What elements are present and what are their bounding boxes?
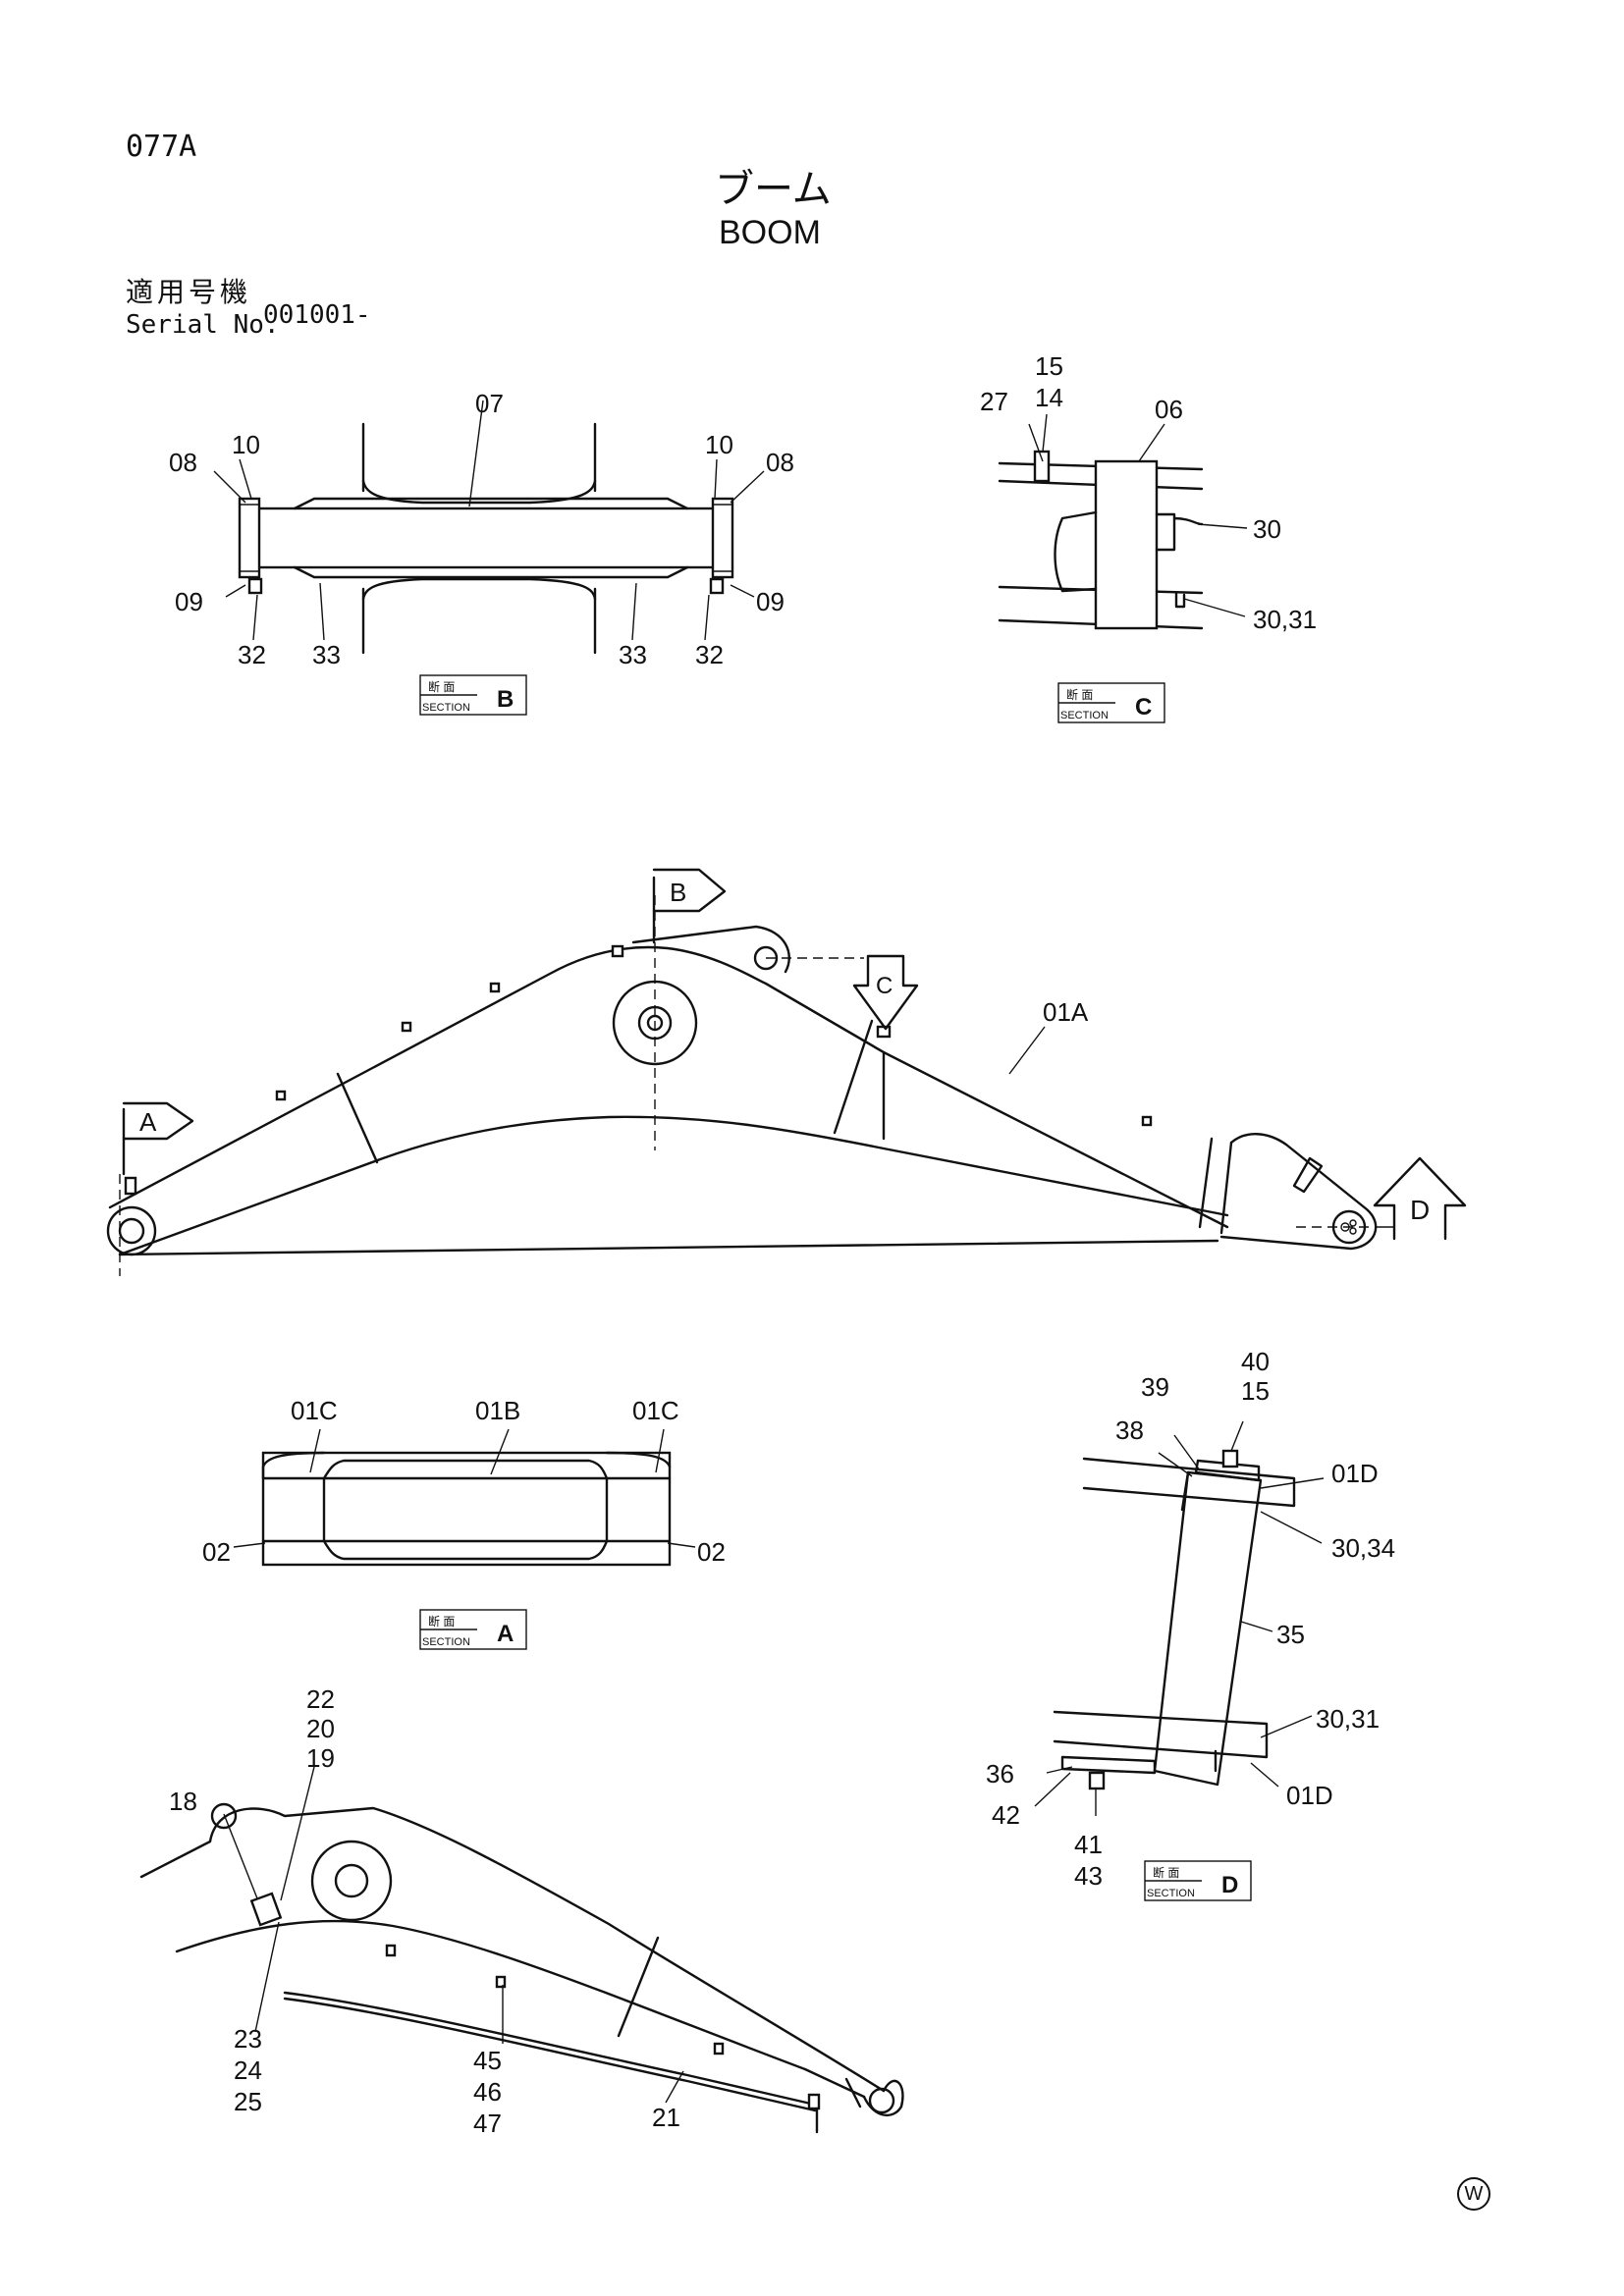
callout: 10: [232, 430, 260, 459]
view-marker-d: D: [1410, 1195, 1430, 1225]
callout: 01A: [1043, 997, 1089, 1027]
callout: 32: [695, 640, 724, 669]
callout: 33: [312, 640, 341, 669]
callout: 18: [169, 1787, 197, 1816]
callout: 23: [234, 2024, 262, 2054]
callout: 02: [697, 1537, 726, 1567]
callout: 08: [169, 448, 197, 477]
callout: 06: [1155, 395, 1183, 424]
callout: 43: [1074, 1861, 1103, 1891]
callout: 30,34: [1331, 1533, 1395, 1563]
callout: 30,31: [1316, 1704, 1380, 1734]
callout: 10: [705, 430, 733, 459]
section-a-view: 01C 01B 01C 02 02 断 面 SECTION A: [202, 1396, 726, 1650]
callout: 08: [766, 448, 794, 477]
callout: 01C: [632, 1396, 679, 1425]
title-english: BOOM: [719, 214, 821, 251]
main-boom-view: A B C D 01A: [106, 868, 1467, 1276]
callout: 45: [473, 2046, 502, 2075]
callout: 40: [1241, 1347, 1270, 1376]
callout: 38: [1115, 1415, 1144, 1445]
callout: 02: [202, 1537, 231, 1567]
section-letter: A: [497, 1621, 514, 1647]
badge-jp: 断 面: [428, 679, 455, 694]
view-marker-b: B: [670, 878, 686, 907]
callout: 33: [619, 640, 647, 669]
callout: 01B: [475, 1396, 520, 1425]
callout: 15: [1241, 1376, 1270, 1406]
section-badge-d: 断 面 SECTION D: [1144, 1860, 1252, 1901]
callout: 20: [306, 1714, 335, 1743]
section-badge-b: 断 面 SECTION B: [419, 674, 527, 716]
page-code: 077A: [126, 130, 197, 164]
section-letter: D: [1221, 1872, 1238, 1898]
callout: 09: [756, 587, 785, 616]
callout: 01D: [1331, 1459, 1379, 1488]
badge-en: SECTION: [422, 1636, 470, 1648]
callout: 19: [306, 1743, 335, 1773]
callout: 35: [1276, 1620, 1305, 1649]
title-japanese: ブーム: [715, 167, 832, 212]
callout: 46: [473, 2077, 502, 2107]
callout: 25: [234, 2087, 262, 2116]
section-badge-c: 断 面 SECTION C: [1057, 682, 1165, 723]
badge-en: SECTION: [1060, 710, 1109, 721]
lower-boom-view: 22 20 19 18 23 24 25 45 46 47 21: [139, 1684, 904, 2138]
badge-jp: 断 面: [1066, 687, 1093, 702]
callout: 36: [986, 1759, 1014, 1789]
callout: 39: [1141, 1372, 1169, 1402]
callout: 22: [306, 1684, 335, 1714]
callout: 42: [992, 1800, 1020, 1830]
badge-en: SECTION: [1147, 1888, 1195, 1899]
callout: 47: [473, 2109, 502, 2138]
view-marker-c: C: [876, 973, 893, 999]
badge-jp: 断 面: [1153, 1865, 1179, 1880]
callout: 01C: [291, 1396, 338, 1425]
callout: 07: [475, 389, 504, 418]
serial-label-japanese: 適用号機: [126, 276, 252, 308]
section-b-view: 07 08 10 10 08 09 32 33 33 32 09 断 面 SEC…: [169, 389, 794, 716]
callout: 30,31: [1253, 605, 1317, 634]
callout: 30: [1253, 514, 1281, 544]
callout: 14: [1035, 383, 1063, 412]
callout: 01D: [1286, 1781, 1333, 1810]
section-letter: B: [497, 686, 514, 713]
callout: 09: [175, 587, 203, 616]
callout: 15: [1035, 351, 1063, 381]
callout: 21: [652, 2103, 680, 2132]
watermark-circle: W: [1457, 2177, 1490, 2211]
section-badge-a: 断 面 SECTION A: [419, 1609, 527, 1650]
view-marker-a: A: [139, 1107, 157, 1137]
callout: 27: [980, 387, 1008, 416]
serial-number-value: 001001-: [263, 300, 371, 330]
section-c-view: 15 14 27 06 30 30,31 断 面 SECTION C: [980, 351, 1317, 723]
callout: 41: [1074, 1830, 1103, 1859]
badge-jp: 断 面: [428, 1614, 455, 1629]
section-letter: C: [1135, 694, 1152, 721]
callout: 24: [234, 2056, 262, 2085]
serial-label-english: Serial No.: [126, 310, 280, 340]
callout: 32: [238, 640, 266, 669]
section-d-view: 40 15 39 38 01D 30,34 35 30,31 01D 36 42…: [986, 1347, 1395, 1901]
badge-en: SECTION: [422, 702, 470, 714]
